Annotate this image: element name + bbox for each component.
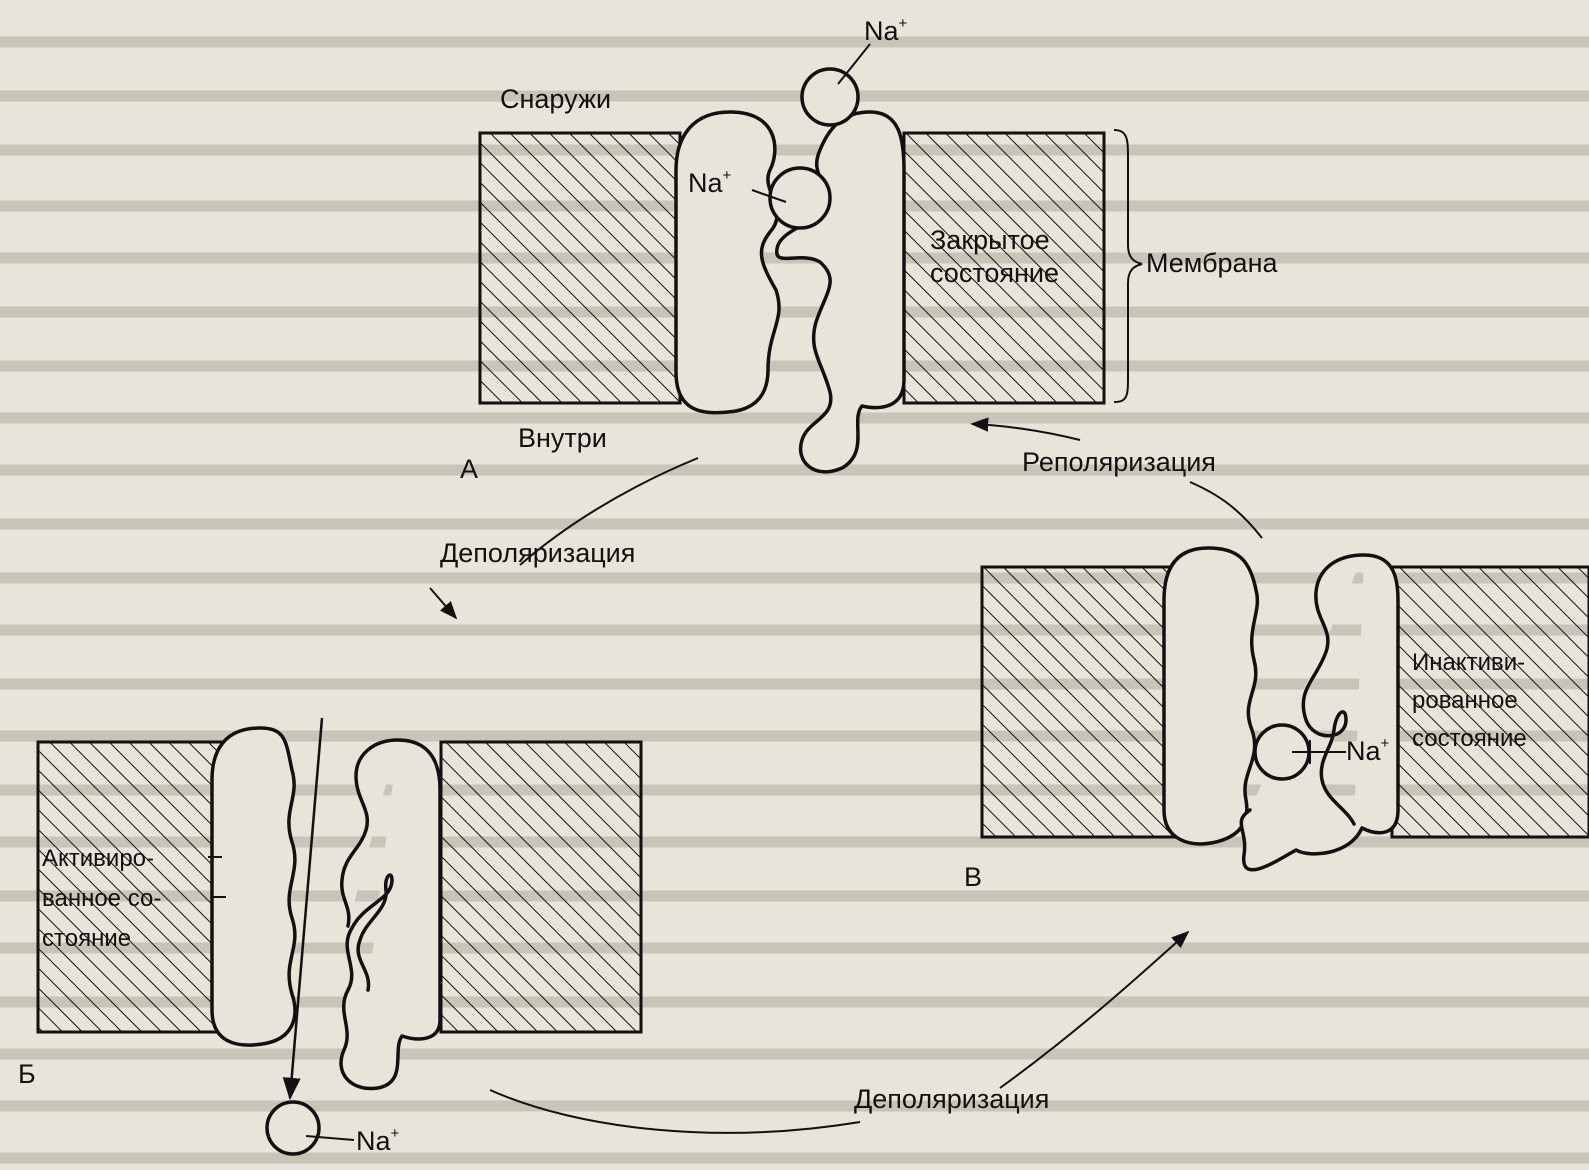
label-closed-state-1: Закрытое: [930, 225, 1050, 255]
channel-subunit-left-b: [212, 728, 295, 1045]
membrane-right-b: [441, 742, 641, 1032]
arc-repol-c: [1190, 482, 1262, 538]
channel-subunit-right-c: [1241, 555, 1398, 870]
label-activated-1: Активиро-: [42, 845, 154, 872]
membrane-left-c: [982, 567, 1182, 837]
arrow-depol-b-to-c: [1000, 932, 1188, 1088]
label-na-b: Na+: [356, 1125, 400, 1156]
leader-na-top-a: [838, 44, 870, 84]
label-inactivated-1: Инактиви-: [1412, 649, 1525, 676]
label-closed-state-2: состояние: [930, 258, 1059, 288]
channel-subunit-left-a: [676, 112, 779, 413]
label-depolarization-2: Деполяризация: [854, 1084, 1049, 1114]
label-outside: Снаружи: [500, 84, 611, 114]
panel-letter-a: А: [460, 454, 478, 484]
sodium-ion-b: [267, 1102, 319, 1154]
label-inside: Внутри: [518, 423, 607, 453]
arrow-repol-c-to-a: [972, 424, 1080, 440]
sodium-ion-top-a: [802, 69, 858, 125]
label-inactivated-3: состояние: [1412, 725, 1527, 752]
label-repolarization: Реполяризация: [1022, 447, 1216, 477]
membrane-left-a: [480, 133, 680, 403]
label-depolarization-1: Деполяризация: [440, 538, 635, 568]
sodium-ion-gate-a: [770, 168, 830, 228]
panel-letter-b: Б: [18, 1059, 36, 1089]
label-membrane: Мембрана: [1146, 248, 1278, 278]
arrow-depol-a-to-b: [430, 588, 456, 618]
channel-subunit-left-c: [1164, 548, 1257, 844]
label-activated-3: стояние: [42, 925, 131, 952]
panel-letter-c: В: [964, 862, 982, 892]
label-inactivated-2: рованное: [1412, 687, 1518, 714]
label-activated-2: ванное со-: [42, 885, 161, 912]
